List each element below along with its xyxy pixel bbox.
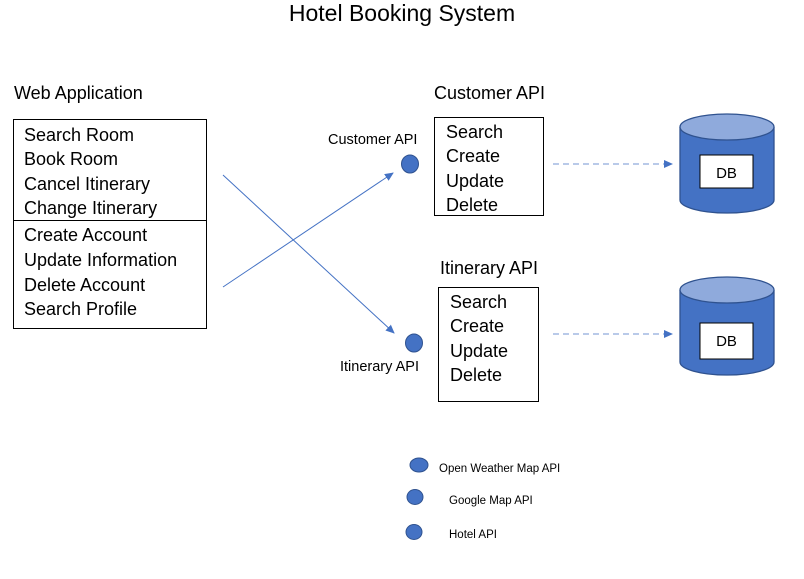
customer-api-node-label: Customer API [328,132,418,148]
web-app-account-box: Create Account Update Information Delete… [13,220,207,329]
customer-api-item: Update [446,171,505,191]
legend-dot-icon [405,524,423,540]
legend-dot-icon [406,489,424,505]
itinerary-api-item: Search [450,292,508,312]
legend-label-open-weather: Open Weather Map API [439,463,561,475]
legend-label-hotel: Hotel API [449,529,497,541]
itinerary-api-item: Delete [450,365,503,385]
itinerary-api-node-label: Itinerary API [340,359,419,375]
itinerary-db-label: DB [716,333,737,350]
customer-api-heading: Customer API [434,83,546,103]
web-app-item: Change Itinerary [24,198,158,218]
web-app-item: Search Room [24,125,135,145]
itinerary-api-node-icon [405,333,423,353]
customer-api-item: Create [446,146,501,166]
itinerary-api-item: Update [450,341,509,361]
web-app-item: Search Profile [24,299,138,319]
customer-api-item: Search [446,122,504,142]
itinerary-api-box: Search Create Update Delete [438,287,539,402]
arrow-to-itinerary-api [222,174,395,334]
customer-db-label: DB [716,165,737,182]
itinerary-api-item: Create [450,316,505,336]
web-app-item: Book Room [24,149,119,169]
web-app-item: Cancel Itinerary [24,174,151,194]
legend-dot-icon [409,457,429,473]
web-app-item: Update Information [24,250,178,270]
itinerary-api-heading: Itinerary API [440,258,539,278]
customer-db-icon [679,113,775,214]
legend-label-google-map: Google Map API [449,495,533,507]
arrow-to-customer-api [222,172,394,288]
web-app-item: Create Account [24,225,148,245]
customer-api-node-icon [401,154,419,174]
web-app-booking-box: Search Room Book Room Cancel Itinerary C… [13,119,207,221]
customer-api-item: Delete [446,195,499,215]
web-app-item: Delete Account [24,275,146,295]
web-application-heading: Web Application [14,83,143,103]
diagram-title: Hotel Booking System [288,0,516,26]
itinerary-db-icon [679,276,775,376]
customer-api-box: Search Create Update Delete [434,117,544,216]
